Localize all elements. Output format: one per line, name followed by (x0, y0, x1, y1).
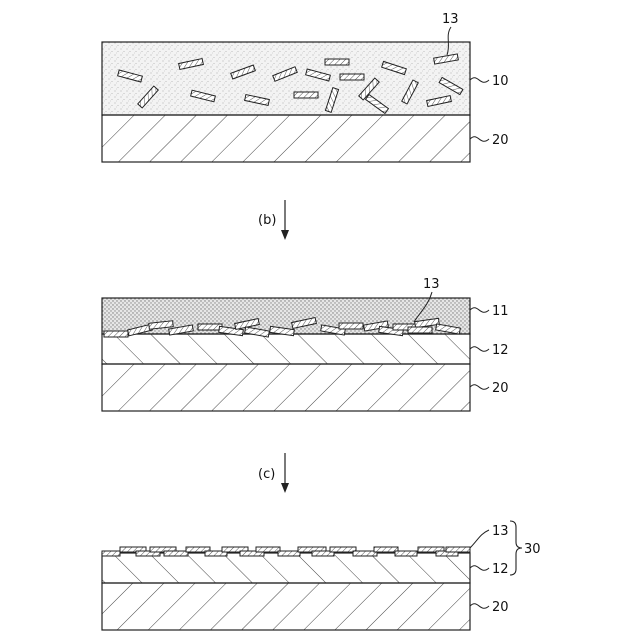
flake (446, 547, 470, 552)
flake (340, 74, 364, 80)
flake (278, 551, 300, 556)
ref-label-13-c: 13 (492, 524, 509, 539)
leader-line-13-c (470, 530, 489, 548)
panel-c: 13 12 30 20 (102, 521, 541, 630)
ref-label-13-b: 13 (423, 277, 440, 292)
substrate-20-a (102, 115, 470, 162)
flake (408, 327, 432, 333)
ref-label-12-b: 12 (492, 343, 509, 358)
leader-line-12-b (470, 347, 489, 352)
flat-flake-layer-13 (102, 547, 470, 556)
substrate-20-c (102, 583, 470, 630)
ref-label-20-a: 20 (492, 133, 509, 148)
leader-line-12-c (470, 566, 489, 571)
ref-label-20-b: 20 (492, 381, 509, 396)
flake (102, 551, 120, 556)
substrate-20-b (102, 364, 470, 411)
leader-line-11 (470, 308, 489, 313)
flake (374, 547, 398, 552)
flake (330, 547, 356, 552)
step-label-c: (c) (258, 467, 275, 482)
ref-label-10: 10 (492, 74, 509, 89)
leader-line-10 (470, 78, 489, 83)
flake (325, 59, 349, 65)
flake (256, 547, 280, 552)
layer-12-c (102, 553, 470, 583)
step-label-b: (b) (258, 213, 276, 228)
ref-label-13-a: 13 (442, 12, 459, 27)
flake (339, 323, 363, 329)
ref-label-20-c: 20 (492, 600, 509, 615)
flake (198, 324, 222, 330)
ref-label-12-c: 12 (492, 562, 509, 577)
leader-line-20-a (470, 137, 489, 142)
brace-30 (510, 521, 522, 575)
lower-layer-12-b (102, 334, 470, 364)
step-c: (c) (258, 453, 289, 493)
flake (104, 331, 128, 337)
leader-line-20-c (470, 604, 489, 609)
panel-b: 13 11 12 20 (102, 277, 509, 411)
flake (294, 92, 318, 98)
ref-label-11: 11 (492, 304, 509, 319)
arrowhead-icon (281, 230, 289, 240)
arrowhead-icon (281, 483, 289, 493)
flake (353, 551, 377, 556)
panel-a: 13 10 20 (102, 12, 509, 162)
flake (395, 551, 417, 556)
coating-layer-10 (102, 42, 470, 115)
step-b: (b) (258, 200, 289, 240)
flake (164, 551, 188, 556)
leader-line-20-b (470, 385, 489, 390)
ref-label-30: 30 (524, 542, 541, 557)
